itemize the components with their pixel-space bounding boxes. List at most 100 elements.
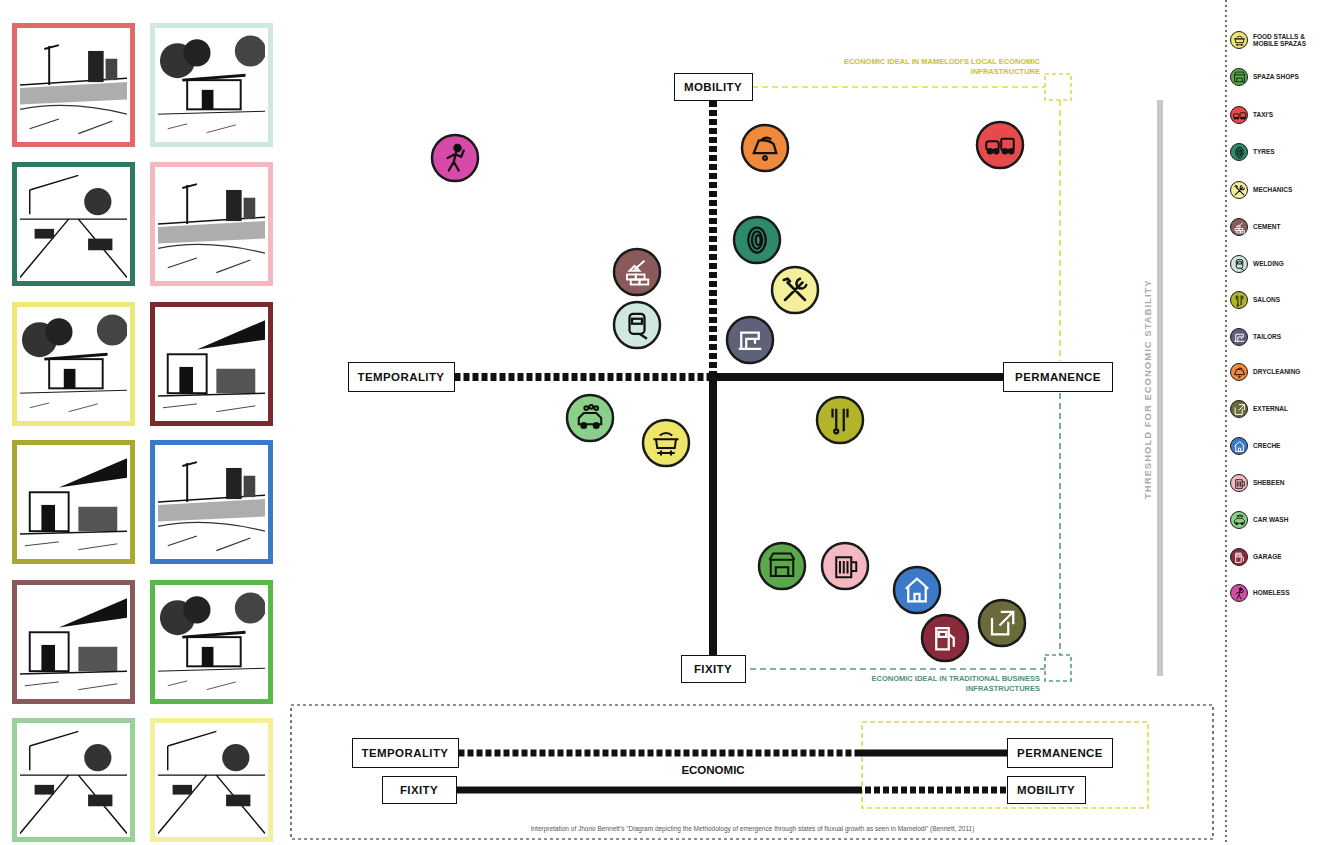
axis-label: MOBILITY (684, 81, 742, 93)
legend-item: GARAGE (1230, 548, 1321, 566)
legend-swatch (1230, 218, 1248, 236)
guide-line (750, 393, 1060, 669)
taxi-icon (977, 122, 1023, 168)
axis-group-label: ECONOMIC (663, 763, 763, 778)
legend-glyph (1233, 477, 1246, 490)
axis-label: MOBILITY (1017, 784, 1075, 796)
axis-box: PERMANENCE (1003, 362, 1113, 392)
legend-text: SHEBEEN (1253, 479, 1321, 486)
guide-square (1045, 74, 1071, 100)
legend-text: TAXI'S (1253, 111, 1321, 118)
axis-label: PERMANENCE (1017, 747, 1103, 759)
foodstall-icon (643, 420, 689, 466)
axis-line (457, 787, 1007, 794)
legend-glyph (1233, 440, 1246, 453)
legend-item: TAILORS (1230, 328, 1321, 346)
caption: Interpretation of Jhono Bennett's "Diagr… (400, 825, 1105, 833)
legend-item: SALONS (1230, 291, 1321, 309)
legend-glyph (1233, 514, 1246, 527)
legend-glyph (1233, 221, 1246, 234)
axis-box: TEMPORALITY (348, 362, 455, 392)
legend-text: CRECHE (1253, 442, 1321, 449)
ideal-zone (862, 722, 1148, 808)
legend-text: GARAGE (1253, 553, 1321, 560)
legend-glyph (1233, 551, 1246, 564)
garage-icon (922, 615, 968, 661)
legend-item: HOMELESS (1230, 584, 1321, 602)
creche-icon (894, 567, 940, 613)
axis-box: FIXITY (681, 655, 746, 683)
axis-box: MOBILITY (1007, 776, 1086, 804)
axis-box: PERMANENCE (1007, 738, 1113, 768)
axis-box: FIXITY (382, 776, 457, 804)
ideal-label: ECONOMIC IDEAL IN TRADITIONAL BUSINESS I… (850, 674, 1040, 694)
photo-thumbnail (153, 26, 271, 145)
axis-label: FIXITY (400, 784, 438, 796)
legend-swatch (1230, 291, 1248, 309)
axis-label: FIXITY (694, 663, 732, 675)
legend-text: FOOD STALLS & MOBILE SPAZAS (1253, 33, 1321, 48)
legend-text: CEMENT (1253, 223, 1321, 230)
legend-swatch (1230, 400, 1248, 418)
legend-glyph (1233, 71, 1246, 84)
legend-swatch (1230, 255, 1248, 273)
legend-swatch (1230, 31, 1248, 49)
photo-thumbnail (153, 305, 271, 424)
axis-origin (707, 371, 719, 383)
homeless-icon (432, 135, 478, 181)
carwash-icon (567, 395, 613, 441)
legend-item: MECHANICS (1230, 181, 1321, 199)
legend-item: SPAZA SHOPS (1230, 68, 1321, 86)
photo-thumbnail (153, 583, 271, 702)
bottom-panel (291, 705, 1213, 839)
legend-glyph (1233, 109, 1246, 122)
legend-swatch (1230, 548, 1248, 566)
axis-line (459, 750, 1008, 757)
photo-thumbnail (15, 305, 133, 424)
legend-swatch (1230, 328, 1248, 346)
legend-text: TYRES (1253, 148, 1321, 155)
threshold-label: THRESHOLD FOR ECONOMIC STABILITY (1142, 239, 1154, 539)
legend-glyph (1233, 366, 1246, 379)
guide-square (1045, 655, 1071, 681)
photo-thumbnail (153, 721, 271, 840)
legend-text: WELDING (1253, 260, 1321, 267)
legend-glyph (1233, 184, 1246, 197)
axis-box: MOBILITY (674, 73, 753, 101)
legend-swatch (1230, 143, 1248, 161)
legend-item: DRYCLEANING (1230, 363, 1321, 381)
photo-thumbnail (15, 165, 133, 284)
legend-text: TAILORS (1253, 333, 1321, 340)
legend-item: CRECHE (1230, 437, 1321, 455)
spaza-icon (759, 543, 805, 589)
legend-text: HOMELESS (1253, 589, 1321, 596)
photo-thumbnail (153, 165, 271, 284)
photo-thumbnail (15, 721, 133, 840)
photo-thumbnails (15, 26, 271, 840)
legend-text: CAR WASH (1253, 516, 1321, 523)
mechanics-icon (772, 267, 818, 313)
legend-item: WELDING (1230, 255, 1321, 273)
legend-text: SPAZA SHOPS (1253, 73, 1321, 80)
legend-glyph (1233, 34, 1246, 47)
legend-item: EXTERNAL (1230, 400, 1321, 418)
legend-swatch (1230, 584, 1248, 602)
axis-label: TEMPORALITY (358, 371, 445, 383)
legend-item: SHEBEEN (1230, 474, 1321, 492)
threshold-bar (1157, 100, 1163, 676)
cement-icon (614, 249, 660, 295)
salons-icon (817, 397, 863, 443)
legend-item: TAXI'S (1230, 106, 1321, 124)
business-icons (432, 122, 1025, 661)
ideal-label: ECONOMIC IDEAL IN MAMELODI'S LOCAL ECONO… (830, 57, 1040, 77)
legend-glyph (1233, 146, 1246, 159)
legend-item: CAR WASH (1230, 511, 1321, 529)
legend-glyph (1233, 331, 1246, 344)
legend-item: TYRES (1230, 143, 1321, 161)
photo-thumbnail (15, 583, 133, 702)
axis-label: TEMPORALITY (362, 747, 449, 759)
legend-item: FOOD STALLS & MOBILE SPAZAS (1230, 31, 1321, 49)
legend-glyph (1233, 258, 1246, 271)
legend-text: EXTERNAL (1253, 405, 1321, 412)
